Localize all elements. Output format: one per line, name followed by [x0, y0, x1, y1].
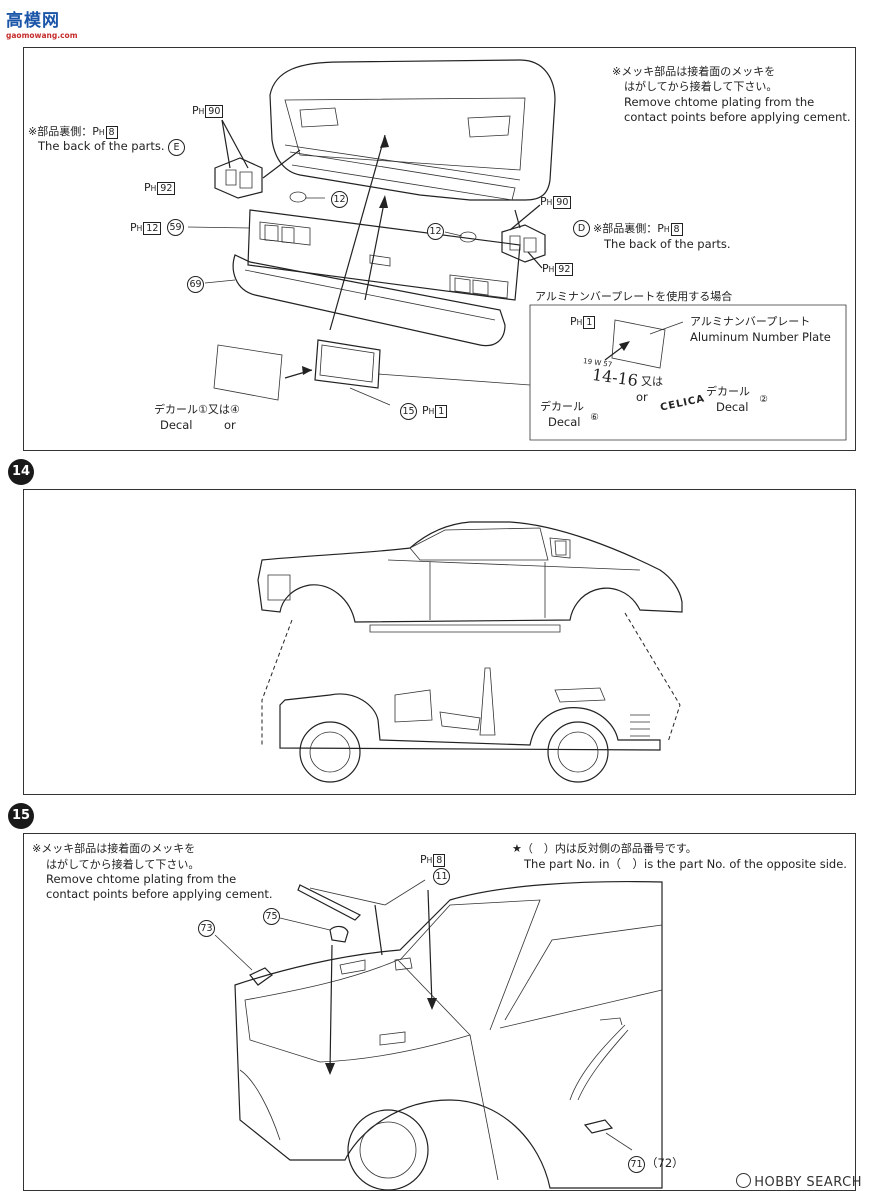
part-11: 11 [433, 868, 450, 885]
aluminum-plate-label-en: Aluminum Number Plate [690, 330, 831, 344]
part-59: 59 [167, 219, 184, 236]
or-jp: 又は [641, 375, 663, 388]
chrome-note-en-1: Remove chtome plating from the [624, 95, 815, 109]
aluminum-plate-title: アルミナンバープレートを使用する場合 [535, 290, 733, 303]
chrome-note-jp-1: ※メッキ部品は接着面のメッキを [612, 65, 776, 78]
part-71: 71 [628, 1156, 645, 1173]
assembly-panel-body-chassis [23, 489, 856, 795]
chrome-note-en-2: contact points before applying cement. [624, 110, 851, 124]
part-72-opposite: （72） [646, 1156, 684, 1170]
assembly-panel-rear [23, 47, 856, 451]
part-15: 15 [400, 403, 417, 420]
part-12-upper: 12 [331, 191, 348, 208]
assembly-panel-mirrors-wipers [23, 833, 856, 1191]
step15-chrome-note-en-2: contact points before applying cement. [46, 887, 273, 901]
step15-chrome-note-jp-2: はがしてから接着して下さい。 [46, 858, 200, 871]
part-12-lower: 12 [427, 223, 444, 240]
decal6-jp: デカール [540, 400, 584, 413]
letter-d-marker: D [573, 220, 590, 237]
letter-e-marker: E [168, 139, 185, 156]
step15-chrome-note-jp-1: ※メッキ部品は接着面のメッキを [32, 842, 196, 855]
decal-left-or: or [224, 418, 236, 432]
decal6-number: ⑥ [587, 410, 602, 425]
step15-chrome-note-en-1: Remove chtome plating from the [46, 872, 237, 886]
site-logo-url: gaomowang.com [6, 31, 78, 40]
opposite-side-note-jp: ★（ ）内は反対側の部品番号です。 [512, 842, 697, 855]
opposite-side-note-en: The part No. in（ ）is the part No. of the… [524, 857, 847, 871]
site-logo-name: 高模网 [6, 11, 60, 31]
part-73: 73 [198, 920, 215, 937]
step-14-badge: 14 [8, 459, 34, 485]
part-69: 69 [187, 276, 204, 293]
hobby-search-watermark: HOBBY SEARCH [736, 1173, 862, 1190]
back-right-note-en: The back of the parts. [604, 237, 731, 251]
decal-left-en: Decal [160, 418, 193, 432]
site-logo: 高模网 gaomowang.com [6, 6, 78, 40]
part-75: 75 [263, 908, 280, 925]
decal-left-jp: デカール①又は④ [154, 403, 240, 416]
decal2-number: ② [756, 392, 771, 407]
step-15-badge: 15 [8, 803, 34, 829]
aluminum-plate-label-jp: アルミナンバープレート [690, 315, 811, 328]
or-en: or [636, 390, 648, 404]
hobby-search-logo-icon [736, 1173, 752, 1188]
back-left-note-en: The back of the parts. [38, 139, 165, 153]
decal2-jp: デカール [706, 385, 750, 398]
decal2-en: Decal [716, 400, 749, 414]
chrome-note-jp-2: はがしてから接着して下さい。 [624, 80, 778, 93]
decal6-en: Decal [548, 415, 581, 429]
